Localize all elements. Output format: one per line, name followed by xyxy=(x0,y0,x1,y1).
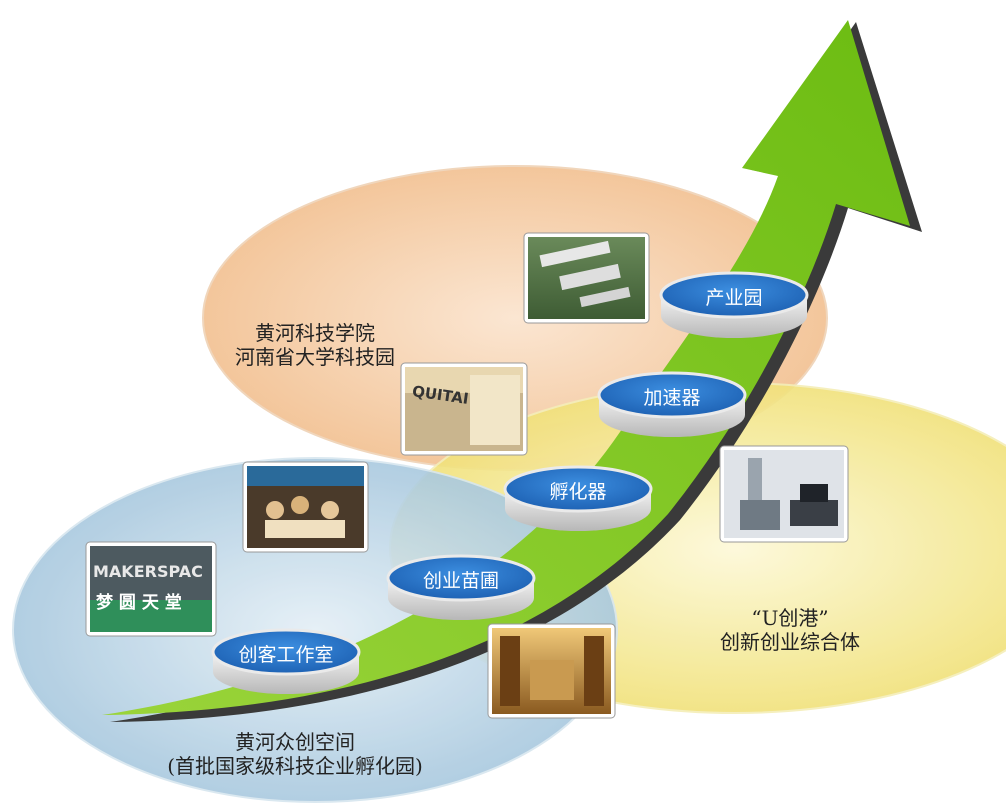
office-lobby-photo: QUITAI xyxy=(400,362,528,456)
makerspace-slogan-text: 梦 圆 天 堂 xyxy=(96,592,182,613)
stage-disc-miaopu xyxy=(386,554,536,620)
laboratory-photo xyxy=(719,445,849,543)
huanghe-college-line1: 黄河科技学院 xyxy=(255,321,375,345)
huanghe-college-line2: 河南省大学科技园 xyxy=(235,345,395,369)
stage-disc-fuhua xyxy=(503,465,653,531)
makerspace-sign-text: MAKERSPAC xyxy=(93,562,203,581)
stage-disc-chanye xyxy=(659,271,809,338)
stage-label-chuangke: 创客工作室 xyxy=(238,644,334,666)
stage-label-miaopu: 创业苗圃 xyxy=(422,570,499,592)
stage-label-jiasu: 加速器 xyxy=(643,387,701,409)
stage-disc-jiasu xyxy=(597,371,747,437)
maker-space-label: 黄河众创空间 (首批国家级科技企业孵化园) xyxy=(130,730,460,778)
library-photo xyxy=(487,623,616,719)
u-chuanggang-label: “U创港” 创新创业综合体 xyxy=(680,606,900,654)
meeting-room-photo xyxy=(242,461,369,553)
stage-disc-chuangke xyxy=(211,628,361,694)
maker-space-line1: 黄河众创空间 xyxy=(235,730,355,754)
maker-space-line2: (首批国家级科技企业孵化园) xyxy=(167,754,423,778)
u-chuanggang-line2: 创新创业综合体 xyxy=(720,630,860,654)
u-chuanggang-line1: “U创港” xyxy=(751,606,829,630)
stage-label-chanye: 产业园 xyxy=(705,287,763,309)
stage-label-fuhua: 孵化器 xyxy=(549,481,607,503)
makerspace-sign-photo: MAKERSPAC 梦 圆 天 堂 xyxy=(85,541,217,637)
industrial-park-photo xyxy=(523,232,650,324)
huanghe-college-label: 黄河科技学院 河南省大学科技园 xyxy=(200,321,430,369)
